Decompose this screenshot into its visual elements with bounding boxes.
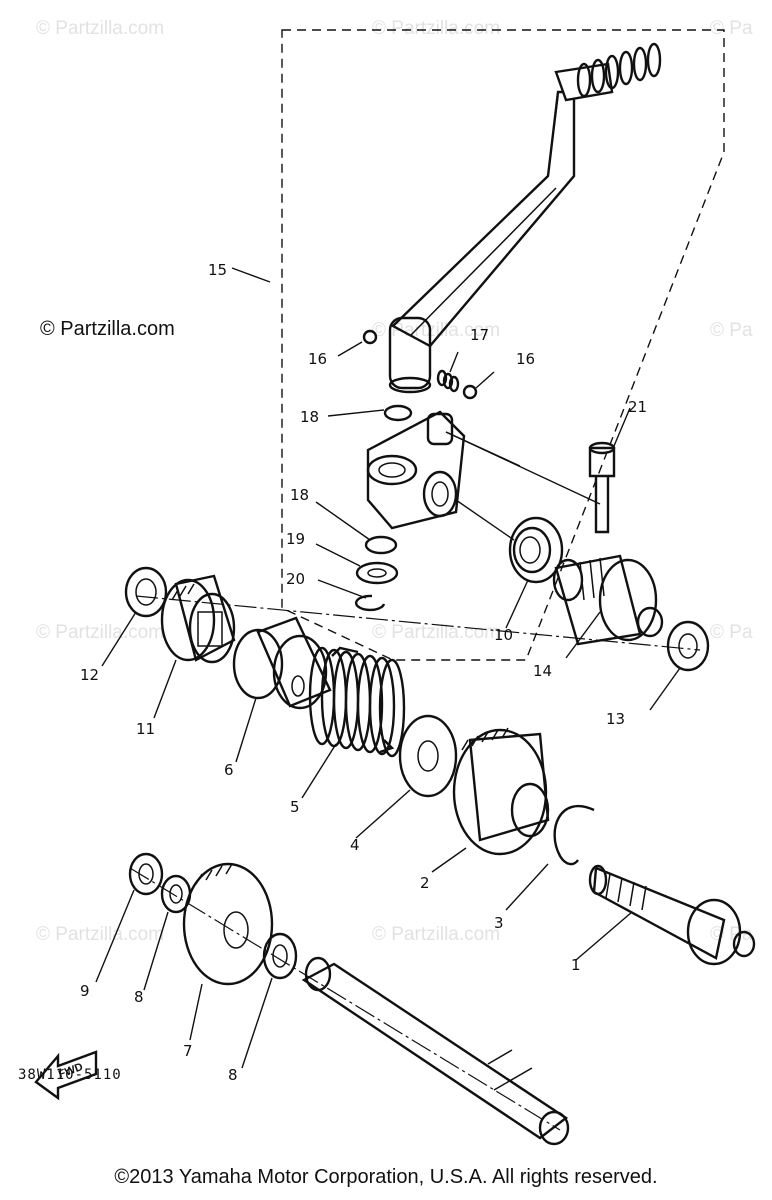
watermark-tile: © Partzilla.com (36, 18, 164, 39)
watermark-grid: © Partzilla.com © Partzilla.com © Pa © P… (36, 18, 753, 945)
ball-16b (462, 384, 478, 400)
watermark-tile: © Partzilla.com (372, 18, 500, 39)
torsion-spring-5 (308, 646, 406, 758)
bearing-10 (508, 516, 564, 584)
shaft-14 (552, 554, 664, 646)
washer-9 (128, 852, 164, 896)
spring-guide-6 (232, 616, 332, 710)
callout-15: 15 (208, 261, 227, 279)
washer-13 (666, 620, 710, 672)
callout-18a: 18 (300, 408, 319, 426)
copyright-notice: ©2013 Yamaha Motor Corporation, U.S.A. A… (114, 1166, 658, 1188)
callout-13: 13 (606, 710, 625, 728)
callout-14: 14 (533, 662, 552, 680)
callout-8a: 8 (134, 988, 144, 1006)
washer-4 (398, 714, 458, 798)
lever-boss (366, 410, 466, 530)
callout-5: 5 (290, 798, 300, 816)
gear-11 (160, 574, 236, 664)
watermark-tile: © Partzilla.com (372, 320, 500, 341)
watermark-tile: © Pa (710, 924, 753, 945)
kick-lever (388, 42, 662, 394)
callout-1: 1 (571, 956, 581, 974)
callout-20: 20 (286, 570, 305, 588)
gear-7 (182, 862, 274, 986)
watermark-tile: © Partzilla.com (372, 924, 500, 945)
callout-19: 19 (286, 530, 305, 548)
kick-axle-1 (588, 864, 756, 966)
callout-labels: 1 2 3 4 5 6 7 8 8 9 10 11 12 13 14 15 16… (80, 261, 647, 1084)
kick-gear-2 (452, 727, 550, 856)
assembly-boundary (281, 29, 725, 661)
callout-17: 17 (470, 326, 489, 344)
diagram-code: 38W110-5110 (18, 1067, 122, 1083)
partzilla-watermark: © Partzilla.com (40, 318, 175, 340)
callout-8b: 8 (228, 1066, 238, 1084)
callout-10: 10 (494, 626, 513, 644)
callout-12: 12 (80, 666, 99, 684)
watermark-tile: © Pa (710, 320, 753, 341)
bolt-21 (588, 441, 616, 534)
spring-17 (436, 369, 460, 393)
circlip-20 (354, 594, 386, 612)
callout-2: 2 (420, 874, 430, 892)
clip-3 (553, 804, 595, 866)
callout-4: 4 (350, 836, 360, 854)
callout-11: 11 (136, 720, 155, 738)
ball-16a (362, 329, 378, 345)
watermark-tile: © Pa (710, 18, 753, 39)
watermark-tile: © Pa (710, 622, 753, 643)
callout-7: 7 (183, 1042, 193, 1060)
callout-16b: 16 (516, 350, 535, 368)
washer-12 (124, 566, 168, 618)
washer-8b (262, 932, 298, 980)
callout-21: 21 (628, 398, 647, 416)
callout-3: 3 (494, 914, 504, 932)
callout-16a: 16 (308, 350, 327, 368)
o-ring-18b (364, 535, 398, 555)
callout-6: 6 (224, 761, 234, 779)
callout-18b: 18 (290, 486, 309, 504)
o-ring-18a (383, 404, 413, 422)
watermark-tile: © Partzilla.com (36, 622, 164, 643)
watermark-tile: © Partzilla.com (36, 924, 164, 945)
washer-19 (355, 561, 399, 585)
assembly-center-line (135, 595, 701, 651)
callout-9: 9 (80, 982, 90, 1000)
shaft-center-line (129, 867, 561, 1131)
callout-leaders (95, 267, 681, 1069)
kick-shaft (301, 956, 570, 1146)
